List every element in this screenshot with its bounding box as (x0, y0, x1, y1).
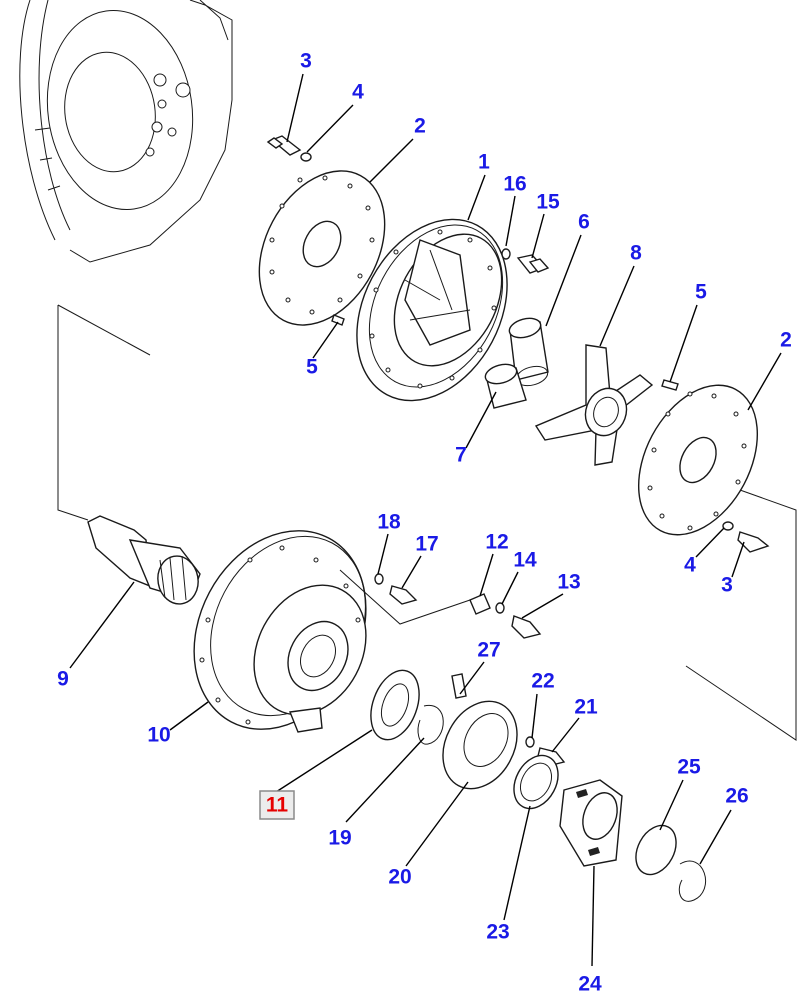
bolt-13 (511, 615, 542, 639)
callout-4-right[interactable]: 4 (684, 554, 696, 577)
callout-6[interactable]: 6 (578, 211, 590, 234)
callout-3-right[interactable]: 3 (721, 574, 733, 597)
callout-9[interactable]: 9 (57, 668, 69, 691)
callout-22[interactable]: 22 (531, 670, 554, 693)
callout-10[interactable]: 10 (147, 724, 170, 747)
bushing-7 (484, 363, 527, 409)
callout-21[interactable]: 21 (574, 696, 598, 719)
washer-18 (374, 573, 384, 585)
callout-20[interactable]: 20 (388, 866, 411, 889)
callout-24[interactable]: 24 (578, 973, 602, 996)
callout-15[interactable]: 15 (536, 191, 560, 214)
callout-11-highlight-box (259, 790, 295, 820)
callout-23[interactable]: 23 (486, 921, 509, 944)
shaft-9 (87, 515, 201, 605)
callout-14[interactable]: 14 (513, 549, 537, 572)
callout-5-left[interactable]: 5 (306, 356, 318, 379)
callout-2-upper[interactable]: 2 (414, 115, 426, 138)
callout-27[interactable]: 27 (477, 639, 500, 662)
flywheel-housing (19, 0, 233, 263)
callout-26[interactable]: 26 (725, 785, 748, 808)
assembly-line-left (57, 305, 89, 521)
spider-8 (534, 344, 654, 466)
callout-8[interactable]: 8 (630, 242, 642, 265)
plate-25 (635, 824, 677, 876)
callout-18[interactable]: 18 (377, 511, 401, 534)
seal-23 (513, 754, 559, 810)
grease-fitting-27 (451, 673, 467, 699)
washer-16 (501, 248, 511, 260)
pin-5-left (331, 314, 345, 326)
callout-17[interactable]: 17 (415, 533, 438, 556)
washer-22 (525, 736, 535, 748)
callout-2-right[interactable]: 2 (780, 329, 792, 352)
snap-ring-26 (678, 860, 706, 902)
callout-19[interactable]: 19 (328, 827, 351, 850)
bolt-3-upper (266, 135, 302, 156)
callout-12[interactable]: 12 (485, 531, 508, 554)
housing-10 (193, 530, 367, 733)
callout-1[interactable]: 1 (478, 151, 490, 174)
callout-25[interactable]: 25 (677, 756, 701, 779)
washer-14 (495, 602, 505, 614)
assembly-line-middle (339, 569, 471, 625)
cover-20 (442, 700, 518, 790)
callout-3-upper[interactable]: 3 (300, 50, 312, 73)
flange-24 (559, 779, 623, 867)
callout-16[interactable]: 16 (503, 173, 526, 196)
pin-5-right (661, 379, 679, 391)
bushing-6 (508, 317, 549, 387)
assembly-line-top (57, 304, 151, 356)
callout-5-right[interactable]: 5 (695, 281, 707, 304)
callout-13[interactable]: 13 (557, 571, 580, 594)
plate-12 (469, 593, 491, 615)
assembly-line-right (685, 489, 797, 741)
snap-ring-19 (417, 704, 444, 745)
plate-2-upper (258, 170, 386, 326)
washer-4-right (722, 521, 734, 531)
washer-4-upper (300, 152, 312, 162)
callout-4-upper[interactable]: 4 (352, 81, 364, 104)
plate-2-right (637, 384, 759, 536)
bolt-3-right (737, 531, 770, 553)
callout-7[interactable]: 7 (455, 444, 467, 467)
bolt-17 (389, 585, 418, 605)
leader-lines (69, 73, 782, 967)
coupling-housing-1 (356, 218, 508, 402)
bolt-15 (516, 254, 550, 274)
callout-labels: 3 4 2 1 16 15 6 8 5 5 2 7 18 17 12 14 13… (57, 50, 792, 996)
callout-11-selected[interactable]: 11 (266, 794, 289, 817)
bearing-11 (370, 669, 420, 741)
